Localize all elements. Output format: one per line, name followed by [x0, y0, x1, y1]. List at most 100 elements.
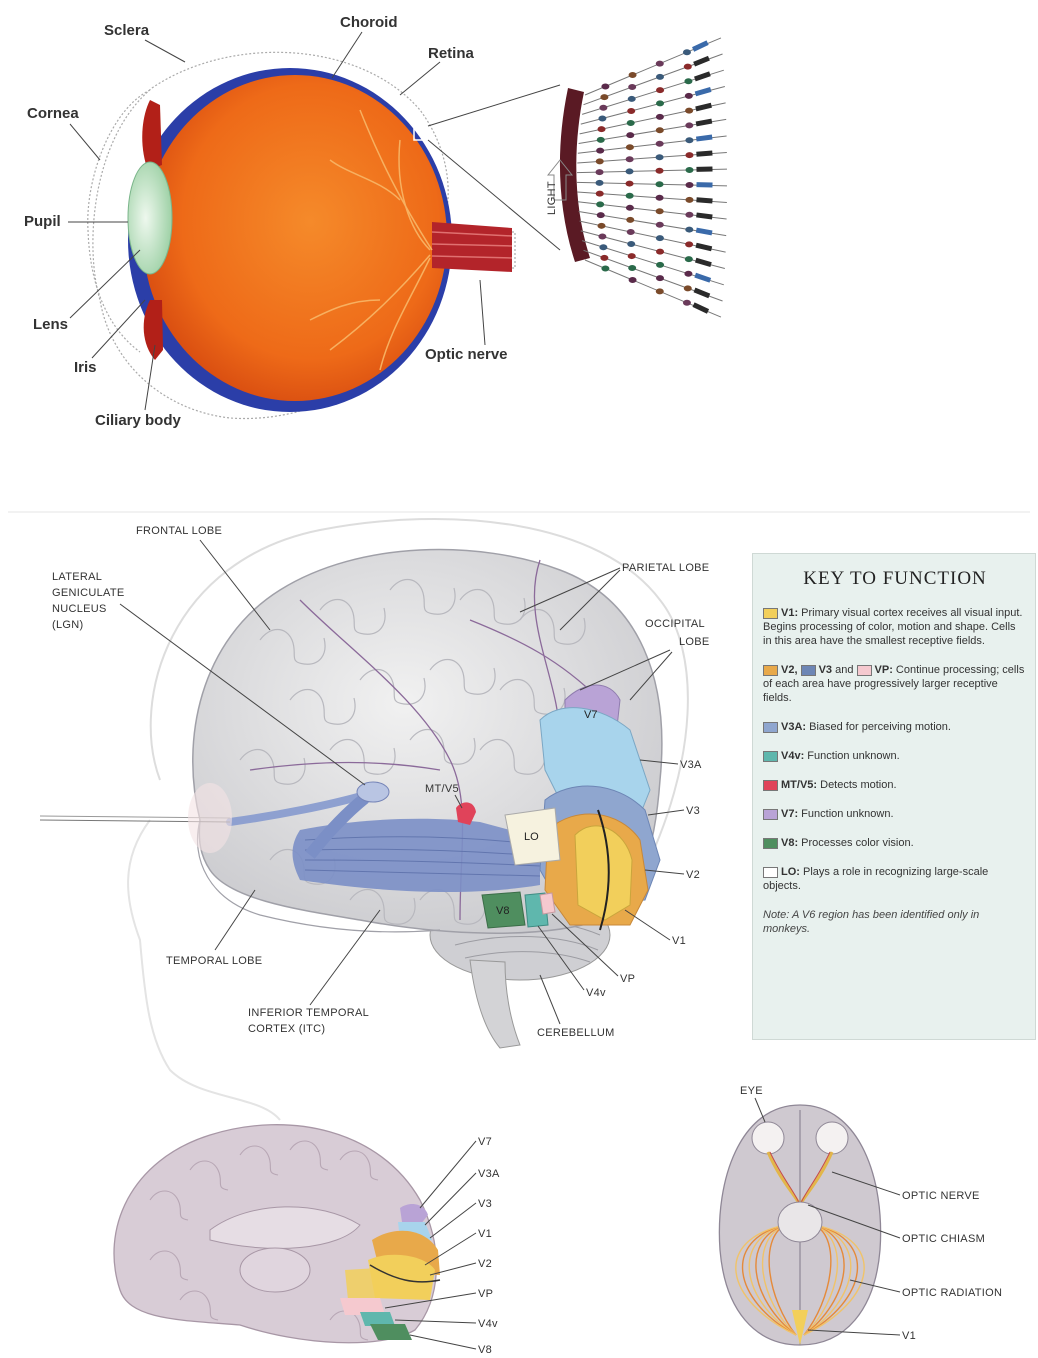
brain-label-lgn-3: NUCLEUS [52, 603, 107, 615]
key-entry: MT/V5: Detects motion. [763, 778, 1027, 792]
key-entry: V7: Function unknown. [763, 807, 1027, 821]
key-note: Note: A V6 region has been identified on… [763, 908, 1027, 936]
brain-label-temporal-lobe: TEMPORAL LOBE [166, 955, 262, 967]
brain-label-itc-2: CORTEX (ITC) [248, 1023, 325, 1035]
ventral-eye-right [816, 1122, 848, 1154]
brain-label-frontal-lobe: FRONTAL LOBE [136, 525, 222, 537]
ventral-label-optic-chiasm: OPTIC CHIASM [902, 1233, 985, 1245]
key-swatch [763, 867, 778, 878]
key-entry-name: V2, [781, 664, 798, 676]
brain-label-v3: V3 [686, 805, 700, 817]
brain-label-occipital-2: LOBE [679, 636, 710, 648]
key-entry-name: V4v: [781, 750, 804, 762]
label-iris: Iris [74, 359, 97, 376]
brain-label-v7: V7 [584, 709, 597, 721]
brain-label-occipital-1: OCCIPITAL [645, 618, 705, 630]
medial-label-v7: V7 [478, 1136, 492, 1148]
key-entry-name: V8: [781, 837, 798, 849]
medial-label-v1: V1 [478, 1228, 492, 1240]
label-lens: Lens [33, 316, 68, 333]
key-entry-name: LO: [781, 866, 800, 878]
label-sclera: Sclera [104, 22, 150, 39]
key-entries: V1: Primary visual cortex receives all v… [763, 606, 1027, 893]
retina-inset: LIGHT [546, 38, 727, 317]
ventral-eye-left [752, 1122, 784, 1154]
key-swatch [763, 751, 778, 762]
key-title: KEY TO FUNCTION [763, 568, 1027, 590]
key-entry-name: V3A: [781, 721, 806, 733]
key-entry-name: V7: [781, 808, 798, 820]
medial-label-v3a: V3A [478, 1168, 500, 1180]
key-entry-name: V1: [781, 607, 798, 619]
key-entry: LO: Plays a role in recognizing large-sc… [763, 865, 1027, 893]
key-entry-text: Biased for perceiving motion. [806, 721, 951, 733]
brain-label-itc-1: INFERIOR TEMPORAL [248, 1007, 369, 1019]
key-to-function-panel: KEY TO FUNCTION V1: Primary visual corte… [752, 553, 1036, 1040]
key-entry: V8: Processes color vision. [763, 836, 1027, 850]
key-entry: V3A: Biased for perceiving motion. [763, 720, 1027, 734]
key-entry-name: MT/V5: [781, 779, 817, 791]
key-entry: V1: Primary visual cortex receives all v… [763, 606, 1027, 648]
brain-ventral-diagram: EYE OPTIC NERVE OPTIC CHIASM OPTIC RADIA… [719, 1085, 1002, 1345]
ventral-label-optic-nerve: OPTIC NERVE [902, 1190, 980, 1202]
brain-label-v3a: V3A [680, 759, 702, 771]
thalamus [240, 1248, 310, 1292]
brain-medial-diagram: V7 V3A V3 V1 V2 VP V4v V8 [114, 1125, 500, 1356]
key-entry: V2, V3 and VP: Continue processing; cell… [763, 663, 1027, 705]
label-retina: Retina [428, 45, 475, 62]
key-entry-text: Primary visual cortex receives all visua… [763, 607, 1022, 647]
brain-label-lo: LO [524, 831, 539, 843]
ventral-label-eye: EYE [740, 1085, 763, 1097]
ventral-label-optic-radiation: OPTIC RADIATION [902, 1287, 1002, 1299]
brain-label-lgn-1: LATERAL [52, 571, 102, 583]
medial-label-v2: V2 [478, 1258, 492, 1270]
key-entry: V4v: Function unknown. [763, 749, 1027, 763]
brain-label-parietal-lobe: PARIETAL LOBE [622, 562, 709, 574]
light-label: LIGHT [546, 181, 558, 215]
key-swatch [801, 665, 816, 676]
key-swatch [763, 780, 778, 791]
iris-lower [144, 300, 163, 360]
key-swatch [763, 809, 778, 820]
brain-label-v1: V1 [672, 935, 686, 947]
brain-label-v2: V2 [686, 869, 700, 881]
brain-label-vp: VP [620, 973, 635, 985]
key-swatch [763, 722, 778, 733]
iris-upper [142, 100, 162, 170]
label-optic-nerve: Optic nerve [425, 346, 508, 363]
brain-label-cerebellum: CEREBELLUM [537, 1027, 615, 1039]
key-entry-text: Detects motion. [817, 779, 896, 791]
eye-diagram: LIGHT Sclera Choroid Retina Cornea Pupil… [24, 14, 727, 429]
medial-label-v8: V8 [478, 1344, 492, 1356]
brain-label-v4v: V4v [586, 987, 606, 999]
key-swatch [857, 665, 872, 676]
ventral-label-v1: V1 [902, 1330, 916, 1342]
brain-lateral-diagram: V7 LO V8 MT/V5 FRONTAL LOBE LATERAL GENI… [40, 519, 710, 1120]
key-entry-connector: and [832, 664, 856, 676]
medial-label-vp: VP [478, 1288, 493, 1300]
key-entry-name: V3 [819, 664, 832, 676]
medial-area-v4v [360, 1312, 395, 1326]
label-ciliary-body: Ciliary body [95, 412, 182, 429]
optic-nerve-stalk [432, 222, 512, 272]
key-swatch [763, 608, 778, 619]
medial-label-v4v: V4v [478, 1318, 498, 1330]
area-vp [540, 893, 555, 914]
key-entry-name: VP: [875, 664, 893, 676]
key-entry-text: Function unknown. [804, 750, 899, 762]
brain-label-v8: V8 [496, 905, 509, 917]
lgn [357, 782, 389, 802]
lens [128, 162, 172, 274]
key-entry-text: Function unknown. [798, 808, 893, 820]
brain-label-mt-v5: MT/V5 [425, 783, 459, 795]
label-pupil: Pupil [24, 213, 61, 230]
brain-label-lgn-4: (LGN) [52, 619, 83, 631]
eyeball [143, 75, 447, 401]
medial-label-v3: V3 [478, 1198, 492, 1210]
key-swatch [763, 665, 778, 676]
label-cornea: Cornea [27, 105, 79, 122]
key-swatch [763, 838, 778, 849]
key-entry-text: Processes color vision. [798, 837, 914, 849]
eye-ghost [188, 783, 232, 853]
label-choroid: Choroid [340, 14, 398, 31]
